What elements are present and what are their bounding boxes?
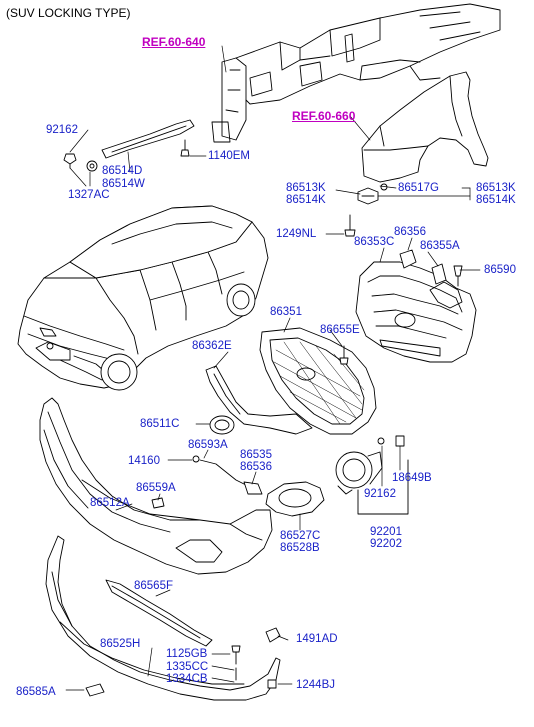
front-side-member-frame [211,3,501,143]
screw-86655e [339,345,349,365]
lower-bumper-86525h [45,535,281,701]
part-label[interactable]: 1140EM [208,150,250,162]
part-label[interactable]: 86528B [280,542,320,554]
bracket-86514d [101,119,195,159]
part-label[interactable]: 14160 [128,455,160,467]
part-label[interactable]: 86351 [270,306,302,318]
ref-link-60-640[interactable]: REF.60-640 [142,35,206,49]
part-label[interactable]: 86362E [192,340,232,352]
wiring-86593a [192,455,263,495]
diagram-title: (SUV LOCKING TYPE) [6,6,131,20]
part-label[interactable]: 92162 [364,488,396,500]
part-label[interactable]: 86514K [476,194,516,206]
part-label[interactable]: 1327AC [68,189,110,201]
part-label[interactable]: 1244BJ [296,679,336,691]
screw-1244bj [267,679,277,689]
part-label[interactable]: 86355A [420,240,460,252]
fog-lamp [335,435,405,495]
part-label[interactable]: 1491AD [296,633,338,645]
part-label[interactable]: 86536 [240,461,272,473]
part-label[interactable]: 92202 [370,538,402,550]
part-label[interactable]: 86353C [354,236,395,248]
part-label[interactable]: 86513K [286,182,326,194]
clip-1491ad [265,627,281,643]
part-label[interactable]: 86585A [16,686,56,698]
ref-link-60-660[interactable]: REF.60-660 [292,109,356,123]
part-label[interactable]: 86559A [136,482,176,494]
screw-1125gb [231,645,241,665]
part-label[interactable]: 86513K [476,182,516,194]
front-grille-86351 [259,327,377,435]
part-label[interactable]: 18649B [392,472,432,484]
nut-1327ac [86,160,98,172]
screw-1140em [180,139,190,157]
screw-1249nl [344,214,356,237]
part-label[interactable]: 86590 [484,264,516,276]
vehicle-illustration [17,205,269,391]
grille-clip-86356 [399,249,417,269]
bolt-92162-top [63,153,77,169]
front-fender [361,71,489,183]
lower-strip-86565f [105,579,213,647]
part-label[interactable]: 86535 [240,449,272,461]
fog-lamp-bracket-lines [357,459,409,515]
part-label[interactable]: 1334CB [166,673,208,685]
part-label[interactable]: 86511C [140,418,180,430]
part-label[interactable]: 86565F [134,580,174,592]
radiator-grille-assembly [355,261,477,363]
grille-garnish-86362e [205,365,313,435]
part-label[interactable]: 86517G [398,182,439,194]
clip-86585a [85,683,105,697]
part-label[interactable]: 92201 [370,526,402,538]
part-label[interactable]: 86356 [394,226,426,238]
leader-lines [65,45,481,691]
part-label[interactable]: 86514W [102,178,145,190]
part-label[interactable]: 1335CC [166,661,209,673]
part-label[interactable]: 86514D [102,165,143,177]
emblem-86511c [209,415,235,435]
part-label[interactable]: 1125GB [166,648,208,660]
part-label[interactable]: 92162 [46,124,78,136]
part-label[interactable]: 86655E [320,324,360,336]
part-label[interactable]: 86512A [90,497,130,509]
fender-clips-86513k [357,183,388,205]
clip-86590 [453,265,463,287]
front-bumper-cover [39,397,273,575]
part-label[interactable]: 86514K [286,194,326,206]
part-label[interactable]: 1249NL [276,228,317,240]
part-label[interactable]: 86525H [100,638,141,650]
part-label[interactable]: 86527C [280,530,321,542]
part-label[interactable]: 86593A [188,439,228,451]
fog-lamp-bezel [265,481,325,517]
grille-clip-86355a [431,263,447,285]
